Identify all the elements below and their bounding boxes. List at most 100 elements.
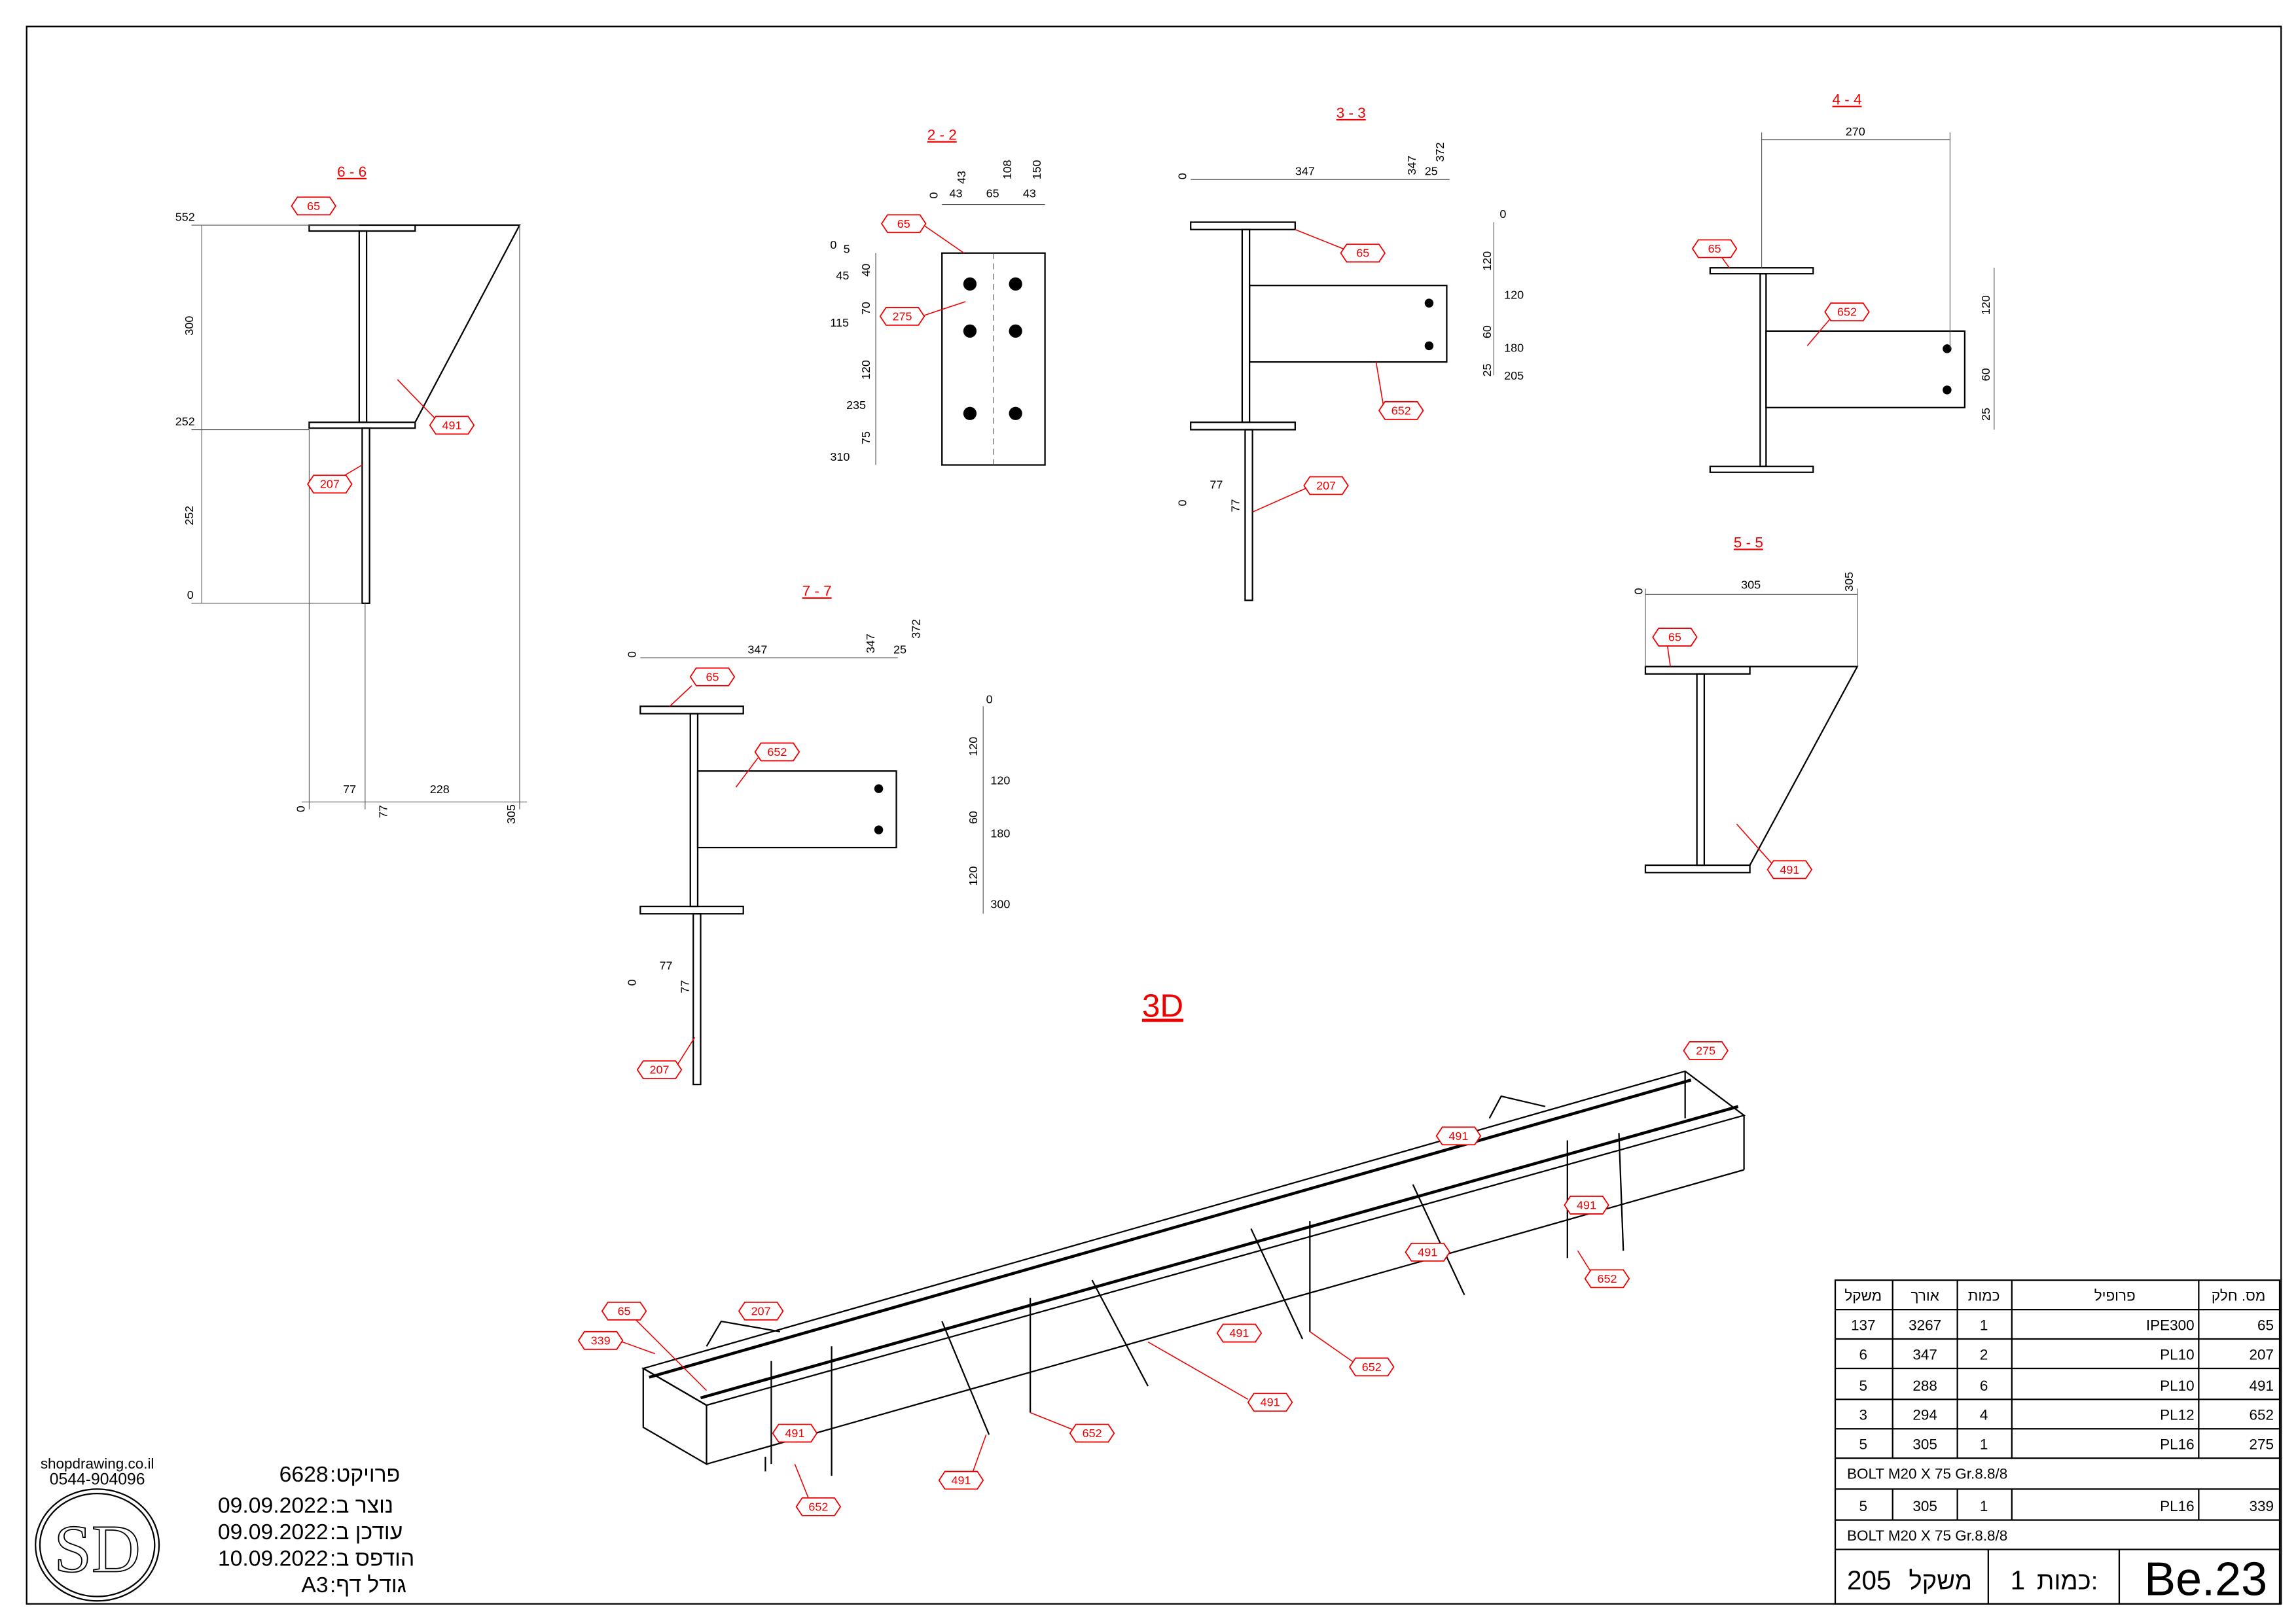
drawing-line: [1378, 401, 1424, 420]
drawing-label: 120: [967, 737, 980, 757]
website: shopdrawing.co.il: [41, 1455, 154, 1472]
drawing-line: [639, 705, 744, 715]
part-callout[interactable]: 491: [772, 1423, 818, 1443]
drawing-line: [361, 427, 370, 604]
drawing-label: 45: [836, 269, 849, 282]
drawing-label: 65: [897, 217, 910, 230]
drawing-line: [1666, 645, 1671, 667]
title-block: shopdrawing.co.il 0544-904096 SD 6628:פר…: [35, 1455, 414, 1602]
total-weight-value: 205: [1847, 1565, 1892, 1595]
drawing-label: 75: [859, 431, 872, 444]
drawing-line: [1765, 330, 1965, 408]
drawing-label: 65: [618, 1304, 631, 1317]
part-callout[interactable]: 65: [1340, 243, 1386, 263]
part-callout[interactable]: 65: [1691, 239, 1738, 259]
drawing-line: [1736, 823, 1774, 866]
drawing-label: 275: [893, 310, 912, 323]
drawing-line: [1709, 267, 1814, 275]
drawing-label: 43: [955, 171, 968, 184]
section-5-5: 5 - 5 0 305 305 65 491: [1632, 534, 1859, 880]
drawing-label: 120: [1504, 288, 1524, 301]
drawing-label: 347: [1405, 156, 1418, 175]
part-callout[interactable]: 65: [880, 214, 927, 234]
drawing-label: משקל: [1844, 1288, 1882, 1304]
drawing-label: 2: [1980, 1347, 1988, 1363]
part-callout[interactable]: 491: [1216, 1323, 1263, 1343]
part-callout[interactable]: 491: [1564, 1196, 1609, 1215]
drawing-label: 207: [650, 1063, 670, 1077]
part-callout[interactable]: 491: [938, 1471, 984, 1490]
drawing-label: 0: [1632, 588, 1645, 594]
drawing-label: :פרויקט: [330, 1462, 400, 1487]
drawing-label: 120: [859, 360, 872, 380]
drawing-label: 491: [785, 1427, 804, 1440]
part-callout[interactable]: 491: [1247, 1393, 1293, 1412]
drawing-label: 205: [1504, 369, 1524, 382]
drawing-label: 108: [1001, 160, 1014, 179]
part-callout[interactable]: 491: [1405, 1243, 1451, 1262]
drawing-line: [1835, 1308, 2280, 1550]
drawing-label: 275: [2250, 1436, 2274, 1453]
drawing-line: [1749, 666, 1859, 866]
drawing-line: [689, 667, 736, 687]
drawing-label: 6: [1980, 1378, 1988, 1394]
part-callout[interactable]: 491: [429, 416, 475, 435]
drawing-label: PL10: [2160, 1347, 2194, 1363]
drawing-label: 5: [1859, 1378, 1867, 1394]
drawing-label: 228: [430, 783, 450, 796]
drawing-label: 4 - 4: [1833, 92, 1862, 108]
part-callout[interactable]: 207: [1303, 476, 1349, 495]
drawing-label: 491: [1261, 1396, 1280, 1409]
drawing-label: 305: [505, 804, 518, 824]
drawing-line: [1835, 1280, 2280, 1604]
part-callout[interactable]: 652: [1584, 1269, 1630, 1289]
drawing-label: PL16: [2160, 1436, 2194, 1453]
part-callout[interactable]: 339: [577, 1330, 624, 1350]
part-callout[interactable]: 275: [879, 307, 925, 326]
part-callout[interactable]: 652: [1069, 1423, 1115, 1443]
drawing-line: [618, 1340, 656, 1355]
part-callout[interactable]: 207: [738, 1301, 784, 1321]
drawing-label: 43: [949, 187, 962, 200]
bolt-hole: [1009, 277, 1022, 291]
drawing-label: 77: [1229, 499, 1242, 512]
drawing-label: 270: [1846, 125, 1865, 138]
part-callout[interactable]: 275: [1683, 1041, 1729, 1060]
part-callout[interactable]: 491: [1767, 860, 1813, 880]
drawing-label: :נוצר ב: [330, 1493, 393, 1518]
drawing-label: 347: [864, 633, 877, 653]
bolt-hole: [1009, 406, 1022, 420]
bolt-hole: [1424, 341, 1434, 351]
drawing-line: [358, 230, 368, 423]
part-id: Be.23: [2144, 1553, 2267, 1605]
drawing-label: 120: [1979, 295, 1992, 315]
part-callout[interactable]: 652: [795, 1497, 842, 1516]
part-callout[interactable]: 652: [1824, 302, 1870, 322]
drawing-label: 5 - 5: [1734, 534, 1763, 550]
part-callout[interactable]: 491: [1435, 1126, 1482, 1146]
section-title: 6 - 6: [337, 164, 367, 180]
drawing-label: 652: [2250, 1407, 2274, 1423]
drawing-line: 6628:פרויקט 09.09.2022:נוצר ב 09.09.2022…: [218, 1462, 414, 1597]
drawing-label: 115: [830, 316, 849, 329]
part-callout[interactable]: 652: [754, 742, 800, 762]
drawing-line: [1190, 421, 1296, 431]
part-callout[interactable]: 207: [307, 474, 353, 494]
part-callout[interactable]: 65: [291, 196, 336, 216]
drawing-label: 77: [660, 959, 673, 972]
company-logo: SD: [35, 1488, 160, 1602]
drawing-label: 2 - 2: [927, 127, 957, 143]
part-callout[interactable]: 207: [636, 1060, 683, 1079]
part-callout[interactable]: 65: [689, 667, 736, 687]
drawing-label: :הודפס ב: [330, 1546, 414, 1571]
part-callout[interactable]: 652: [1348, 1357, 1395, 1377]
drawing-line: [921, 301, 966, 317]
drawing-label: 491: [1448, 1130, 1468, 1143]
part-callout[interactable]: 652: [1378, 401, 1424, 420]
drawing-line: [1644, 666, 1751, 675]
part-callout[interactable]: 65: [601, 1301, 647, 1321]
part-callout[interactable]: 65: [1652, 628, 1698, 647]
drawing-label: 65: [2257, 1317, 2274, 1334]
